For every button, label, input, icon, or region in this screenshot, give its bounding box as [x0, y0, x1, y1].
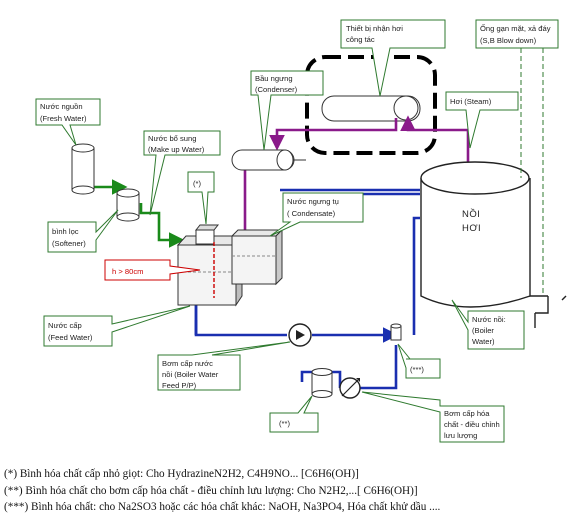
feed-label-2: (Feed Water) — [48, 333, 93, 342]
callout-feed-water: Nước cấp (Feed Water) — [43, 305, 191, 347]
callout-makeup: Nước bổ sung (Make up Water) — [143, 130, 221, 216]
receiver-label-2: công tác — [346, 35, 375, 44]
callout-star2: (**) — [269, 395, 319, 433]
steam-label: Hơi (Steam) — [450, 97, 492, 106]
boiler-vessel: NỒI HƠI — [420, 161, 531, 308]
footnote-1: (*) Bình hóa chất cấp nhỏ giọt: Cho Hydr… — [4, 468, 359, 480]
fresh-water-tank — [71, 143, 95, 195]
condenser-label-1: Bầu ngưng — [255, 74, 293, 83]
makeup-label-2: (Make up Water) — [148, 145, 205, 154]
chemical-bottle-3 — [390, 323, 402, 341]
condenser-label-2: (Condenser) — [255, 85, 298, 94]
pump-label-1: Bơm cấp nước — [162, 359, 213, 368]
steam-receiver — [305, 55, 437, 155]
callout-star1: (*) — [187, 171, 215, 225]
makeup-label-1: Nước bổ sung — [148, 134, 196, 143]
fresh-water-lines — [93, 179, 185, 248]
callout-boiler-water: Nước nồi: (Boiler Water) — [451, 299, 525, 350]
feed-water-tank — [176, 224, 243, 307]
blowdown-label-1: Ống gạn mặt, xả đáy — [480, 23, 551, 33]
chempump-label-3: lưu lượng — [444, 431, 477, 440]
star3-label: (***) — [410, 365, 424, 374]
star2-label: (**) — [279, 419, 290, 428]
boiler-label-line2: HƠI — [462, 223, 481, 234]
softener-tank — [116, 188, 140, 222]
boiler-label-line1: NỒI — [462, 208, 480, 220]
star1-label: (*) — [193, 179, 201, 188]
feed-label-1: Nước cấp — [48, 321, 82, 330]
callout-receiver: Thiết bị nhận hơi công tác — [340, 19, 446, 97]
height-label: h > 80cm — [112, 267, 143, 276]
callout-steam: Hơi (Steam) — [445, 91, 519, 149]
chemical-dosing-pump — [339, 377, 361, 399]
callout-fresh-water: Nước nguồn (Fresh Water) — [35, 98, 101, 146]
footnote-3: (***) Bình hóa chất: cho Na2SO3 hoặc các… — [4, 501, 441, 514]
receiver-label-1: Thiết bị nhận hơi — [346, 24, 403, 33]
feed-pump — [288, 323, 312, 347]
boilerwater-label-3: Water) — [472, 337, 495, 346]
callout-condensate: Nước ngưng tụ ( Condensate) — [269, 192, 364, 237]
footnote-2: (**) Bình hóa chất cho bơm cấp hóa chất … — [4, 484, 418, 497]
boilerwater-label-2: (Boiler — [472, 326, 494, 335]
fresh-label-1: Nước nguồn — [40, 102, 83, 111]
footnotes: (*) Bình hóa chất cấp nhỏ giọt: Cho Hydr… — [4, 466, 582, 516]
condensate-tank — [230, 228, 284, 286]
blowdown-label-2: (S,B Blow down) — [480, 36, 537, 45]
callout-condenser: Bầu ngưng (Condenser) — [250, 70, 324, 151]
callout-chemical-pump: Bơm cấp hóa chất - điều chỉnh lưu lượng — [361, 391, 505, 443]
callout-star3: (***) — [397, 343, 441, 379]
callout-blowdown: Ống gạn mặt, xả đáy (S,B Blow down) — [475, 19, 559, 296]
condenser — [231, 149, 306, 171]
callout-height: h > 80cm — [104, 242, 215, 298]
callout-softener: bình lọc (Softener) — [47, 209, 119, 253]
pump-label-3: Feed P/P) — [162, 381, 197, 390]
condensate-label-2: ( Condensate) — [287, 209, 336, 218]
softener-label-2: (Softener) — [52, 239, 86, 248]
condensate-label-1: Nước ngưng tụ — [287, 197, 339, 206]
boilerwater-label-1: Nước nồi: — [472, 315, 506, 324]
callout-feed-pump: Bơm cấp nước nồi (Boiler Water Feed P/P) — [157, 341, 291, 391]
pump-label-2: nồi (Boiler Water — [162, 370, 219, 379]
chempump-label-2: chất - điều chỉnh — [444, 420, 500, 429]
fresh-label-2: (Fresh Water) — [40, 114, 87, 123]
chempump-label-1: Bơm cấp hóa — [444, 409, 490, 418]
chemical-tank-2 — [311, 368, 333, 398]
softener-label-1: bình lọc — [52, 227, 79, 236]
